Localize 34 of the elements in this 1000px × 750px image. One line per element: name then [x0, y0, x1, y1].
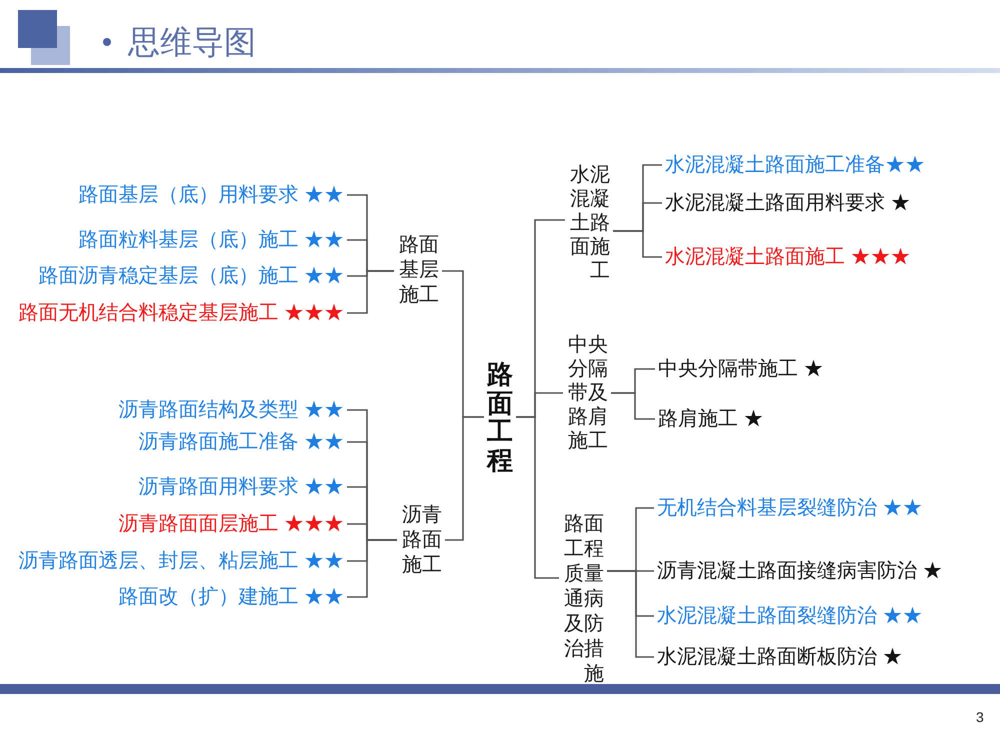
subtopic-text: 沥青路面用料要求 ★★ [135, 473, 347, 501]
subtopic-text: 中央分隔带施工 ★ [655, 355, 827, 383]
subtopic-text: 水泥混凝土路面断板防治 ★ [654, 643, 906, 671]
subtopic-text: 沥青路面面层施工 ★★★ [115, 510, 347, 538]
subtopic-text: 沥青混凝土路面接缝病害防治 ★ [654, 557, 946, 585]
subtopic-text: 水泥混凝土路面裂缝防治 ★★ [654, 602, 926, 630]
branch-topic: 中央分隔带及路肩施工 [563, 333, 611, 453]
slide-title: 思维导图 [128, 23, 256, 62]
branch-topic: 水泥混凝土路面施工 [565, 163, 613, 283]
branch-topic: 路面基层施工 [394, 233, 442, 308]
subtopic-text: 路肩施工 ★ [655, 405, 767, 433]
connector-line [445, 416, 484, 541]
connector-line [347, 270, 394, 314]
page-number: 3 [976, 708, 984, 726]
branch-topic: 路面工程质量通病及防治措施 [559, 512, 607, 687]
connector-line [347, 539, 397, 598]
connector-line [607, 570, 654, 658]
subtopic-text: 路面基层（底）用料要求 ★★ [75, 181, 347, 209]
subtopic-text: 沥青路面透层、封层、粘层施工 ★★ [15, 547, 347, 575]
central-topic: 路面工程 [484, 360, 516, 474]
connector-line [611, 392, 655, 420]
subtopic-text: 路面粒料基层（底）施工 ★★ [75, 226, 347, 254]
subtopic-text: 无机结合料基层裂缝防治 ★★ [654, 494, 926, 522]
connector-line [516, 416, 559, 579]
subtopic-text: 路面无机结合料稳定基层施工 ★★★ [15, 299, 347, 327]
subtopic-text: 水泥混凝土路面施工准备★★ [662, 151, 928, 179]
subtopic-text: 路面改（扩）建施工 ★★ [115, 583, 347, 611]
subtopic-text: 水泥混凝土路面施工 ★★★ [662, 243, 914, 271]
branch-topic: 沥青路面施工 [397, 503, 445, 578]
connector-line [613, 230, 662, 258]
subtopic-text: 沥青路面结构及类型 ★★ [115, 396, 347, 424]
subtopic-text: 路面沥青稳定基层（底）施工 ★★ [35, 262, 347, 290]
subtopic-text: 水泥混凝土路面用料要求 ★ [662, 189, 914, 217]
subtopic-text: 沥青路面施工准备 ★★ [135, 428, 347, 456]
